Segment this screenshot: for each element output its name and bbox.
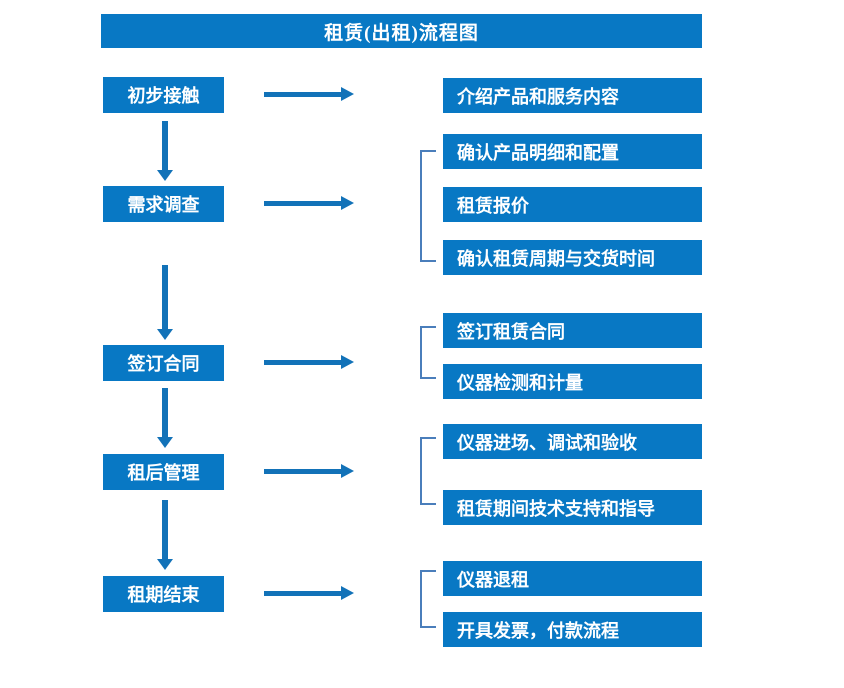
group-bracket-2 [420, 150, 436, 262]
arrow-head [157, 329, 173, 340]
detail-box-8[interactable]: 租赁期间技术支持和指导 [443, 490, 702, 525]
arrow-head [157, 170, 173, 181]
group-bracket-4 [420, 437, 436, 505]
arrow-shaft [162, 121, 168, 170]
right-arrow-icon-1 [264, 87, 354, 101]
right-arrow-icon-5 [264, 586, 354, 600]
down-arrow-icon-2 [157, 265, 173, 340]
detail-box-5[interactable]: 签订租赁合同 [443, 313, 702, 348]
arrow-head [157, 559, 173, 570]
page-title: 租赁(出租)流程图 [101, 14, 702, 48]
detail-box-9[interactable]: 仪器退租 [443, 561, 702, 596]
arrow-shaft [264, 360, 342, 365]
down-arrow-icon-3 [157, 388, 173, 448]
detail-box-7[interactable]: 仪器进场、调试和验收 [443, 424, 702, 459]
arrow-shaft [264, 591, 342, 596]
arrow-head [341, 586, 354, 600]
detail-box-1[interactable]: 介绍产品和服务内容 [443, 78, 702, 113]
arrow-shaft [162, 265, 168, 329]
detail-box-6[interactable]: 仪器检测和计量 [443, 364, 702, 399]
down-arrow-icon-4 [157, 500, 173, 570]
stage-box-2[interactable]: 需求调查 [103, 186, 224, 222]
right-arrow-icon-2 [264, 196, 354, 210]
arrow-shaft [264, 92, 342, 97]
arrow-shaft [264, 201, 342, 206]
detail-box-4[interactable]: 确认租赁周期与交货时间 [443, 240, 702, 275]
arrow-head [341, 196, 354, 210]
arrow-shaft [264, 469, 342, 474]
arrow-head [157, 437, 173, 448]
arrow-shaft [162, 388, 168, 437]
detail-box-3[interactable]: 租赁报价 [443, 187, 702, 222]
stage-box-1[interactable]: 初步接触 [103, 77, 224, 113]
stage-box-3[interactable]: 签订合同 [103, 345, 224, 381]
down-arrow-icon-1 [157, 121, 173, 181]
stage-box-5[interactable]: 租期结束 [103, 576, 224, 612]
detail-box-2[interactable]: 确认产品明细和配置 [443, 134, 702, 169]
arrow-shaft [162, 500, 168, 559]
stage-box-4[interactable]: 租后管理 [103, 454, 224, 490]
arrow-head [341, 355, 354, 369]
group-bracket-3 [420, 326, 436, 379]
detail-box-10[interactable]: 开具发票，付款流程 [443, 612, 702, 647]
arrow-head [341, 464, 354, 478]
right-arrow-icon-4 [264, 464, 354, 478]
arrow-head [341, 87, 354, 101]
group-bracket-5 [420, 570, 436, 628]
right-arrow-icon-3 [264, 355, 354, 369]
